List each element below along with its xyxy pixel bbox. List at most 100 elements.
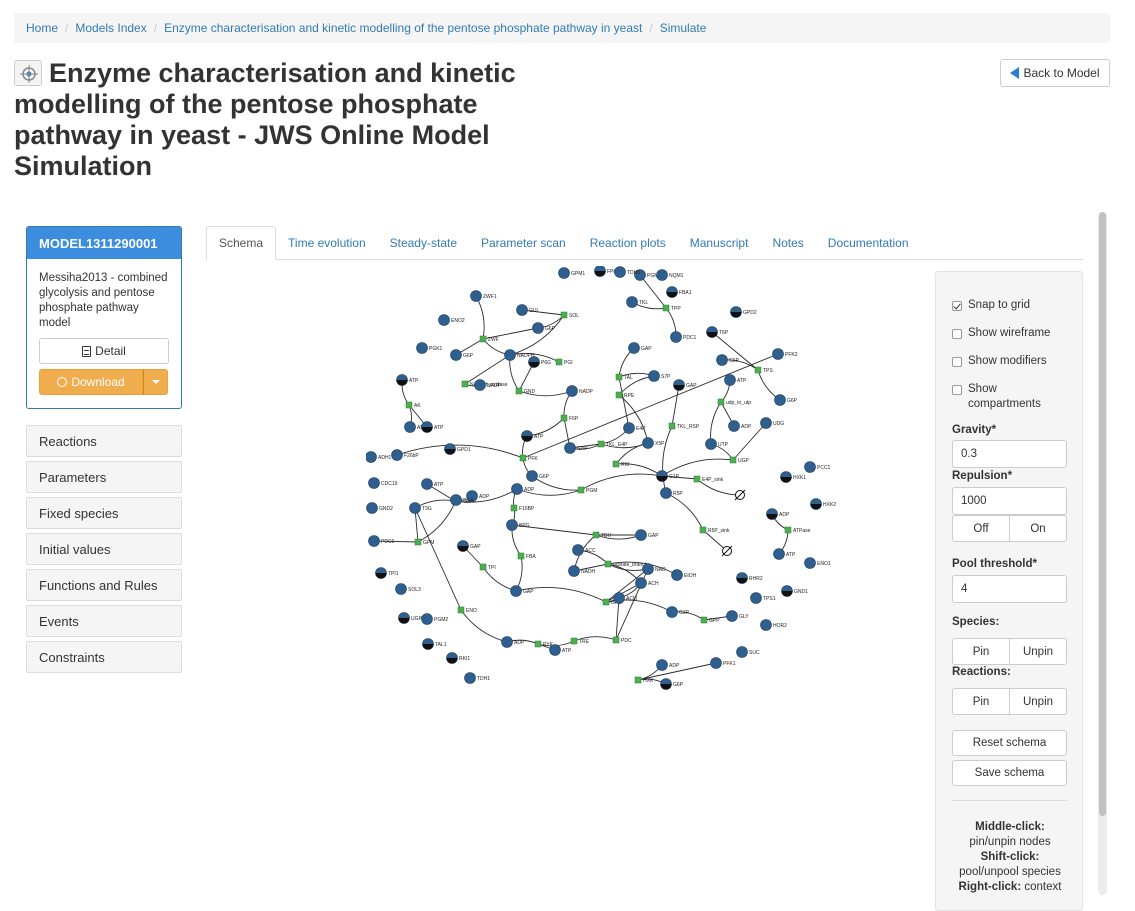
species-node[interactable]: PDC6: [368, 535, 395, 547]
species-node[interactable]: G6P: [774, 394, 798, 406]
species-node[interactable]: UGP: [398, 612, 423, 624]
species-marker[interactable]: [368, 477, 380, 489]
species-node[interactable]: ZWF1: [470, 290, 497, 302]
species-node[interactable]: BPG: [506, 519, 530, 531]
species-node[interactable]: G6P: [450, 349, 474, 361]
species-marker[interactable]: [666, 606, 678, 618]
reaction-marker[interactable]: [699, 526, 707, 534]
species-node[interactable]: ATP: [521, 430, 545, 442]
reaction-marker[interactable]: [634, 676, 642, 684]
species-marker[interactable]: [772, 348, 784, 360]
species-marker[interactable]: [572, 544, 584, 556]
species-marker[interactable]: [564, 442, 576, 454]
reaction-marker[interactable]: [604, 560, 612, 568]
species-node[interactable]: PFK2: [772, 348, 798, 360]
show-compartments-option[interactable]: Show compartments: [952, 382, 1052, 412]
reaction-node[interactable]: TRE: [570, 637, 590, 645]
species-marker[interactable]: [716, 354, 728, 366]
reaction-marker[interactable]: [517, 552, 525, 560]
species-node[interactable]: ATP: [421, 478, 445, 490]
tab-notes[interactable]: Notes: [772, 236, 804, 250]
back-to-model-button[interactable]: Back to Model: [1000, 59, 1110, 87]
species-marker[interactable]: [635, 577, 647, 589]
reaction-node[interactable]: acetate_branch: [604, 560, 648, 568]
species-marker[interactable]: [804, 557, 816, 569]
species-marker[interactable]: [760, 417, 772, 429]
repulsion-off-button[interactable]: Off: [952, 515, 1010, 542]
reaction-node[interactable]: GPM: [414, 538, 434, 546]
sink-node[interactable]: [734, 489, 746, 501]
reaction-node[interactable]: GND: [515, 387, 536, 395]
tab-steady-state[interactable]: Steady-state: [389, 236, 457, 250]
sidebar-item-fixed-species[interactable]: Fixed species: [26, 497, 182, 529]
reaction-node[interactable]: ATPase: [784, 526, 811, 534]
show-wireframe-checkbox[interactable]: [952, 329, 962, 339]
species-node[interactable]: PDC1: [670, 331, 697, 343]
pool-threshold-input[interactable]: 4: [952, 575, 1067, 603]
reaction-marker[interactable]: [461, 380, 469, 388]
sidebar-item-constraints[interactable]: Constraints: [26, 641, 182, 673]
species-marker[interactable]: [726, 610, 738, 622]
reaction-marker[interactable]: [693, 475, 701, 483]
reaction-marker[interactable]: [729, 456, 737, 464]
species-node[interactable]: ATP: [549, 644, 573, 656]
species-marker[interactable]: [516, 304, 528, 316]
reaction-marker[interactable]: [414, 538, 422, 546]
species-marker[interactable]: [656, 659, 668, 671]
species-node[interactable]: ADP: [501, 636, 525, 648]
repulsion-on-button[interactable]: On: [1010, 515, 1067, 542]
reaction-marker[interactable]: [615, 373, 623, 381]
reaction-marker[interactable]: [534, 640, 542, 648]
show-compartments-checkbox[interactable]: [952, 385, 962, 395]
snap-to-grid-checkbox[interactable]: [952, 301, 962, 311]
reaction-marker[interactable]: [612, 460, 620, 468]
species-node[interactable]: GLY: [726, 610, 750, 622]
species-node[interactable]: G6P: [532, 322, 556, 334]
reaction-node[interactable]: PFK: [519, 454, 538, 462]
species-node[interactable]: HOR2: [760, 619, 788, 631]
species-marker[interactable]: [660, 487, 672, 499]
tab-manuscript[interactable]: Manuscript: [689, 236, 749, 250]
species-node[interactable]: NAD: [642, 563, 666, 575]
species-marker[interactable]: [728, 420, 740, 432]
reaction-marker[interactable]: [479, 335, 487, 343]
species-unpin-button[interactable]: Unpin: [1010, 638, 1067, 665]
species-node[interactable]: ADP: [728, 420, 752, 432]
reaction-marker[interactable]: [555, 358, 563, 366]
species-node[interactable]: GPM1: [558, 267, 586, 279]
reaction-node[interactable]: ZWF: [479, 335, 499, 343]
species-node[interactable]: PGM2: [421, 613, 449, 625]
species-node[interactable]: G6P: [660, 678, 684, 690]
species-node[interactable]: PGA: [450, 494, 475, 506]
reaction-marker[interactable]: [784, 526, 792, 534]
species-marker[interactable]: [774, 394, 786, 406]
reaction-node[interactable]: TKL_E4P: [597, 440, 628, 448]
species-node[interactable]: PGK1: [416, 342, 443, 354]
species-marker[interactable]: [724, 374, 736, 386]
species-node[interactable]: GAP: [635, 529, 660, 541]
species-marker[interactable]: [642, 563, 654, 575]
reaction-node[interactable]: R5P_sink: [699, 526, 730, 534]
save-schema-button[interactable]: Save schema: [952, 760, 1067, 786]
species-node[interactable]: P6G: [528, 356, 552, 368]
breadcrumb-home[interactable]: Home: [26, 21, 59, 35]
species-node[interactable]: EtOH: [671, 569, 697, 581]
species-node[interactable]: FBA1: [666, 286, 692, 298]
reaction-node[interactable]: HXK: [634, 676, 654, 684]
reaction-node[interactable]: RPE: [615, 391, 635, 399]
species-node[interactable]: PCC1: [804, 461, 831, 473]
reaction-marker[interactable]: [457, 606, 465, 614]
species-marker[interactable]: [656, 269, 668, 281]
reaction-node[interactable]: E4P_sink: [693, 475, 724, 483]
species-marker[interactable]: [464, 672, 476, 684]
reaction-node[interactable]: UGP: [729, 456, 750, 464]
reaction-node[interactable]: PGI: [555, 358, 573, 366]
species-node[interactable]: FPL1: [594, 266, 620, 277]
show-modifiers-checkbox[interactable]: [952, 357, 962, 367]
species-node[interactable]: GPD1: [444, 443, 471, 455]
species-node[interactable]: TKL: [626, 296, 649, 308]
species-marker[interactable]: [566, 385, 578, 397]
species-node[interactable]: TPI1: [375, 567, 399, 579]
sink-node[interactable]: [721, 545, 733, 557]
species-node[interactable]: UDG: [760, 417, 785, 429]
